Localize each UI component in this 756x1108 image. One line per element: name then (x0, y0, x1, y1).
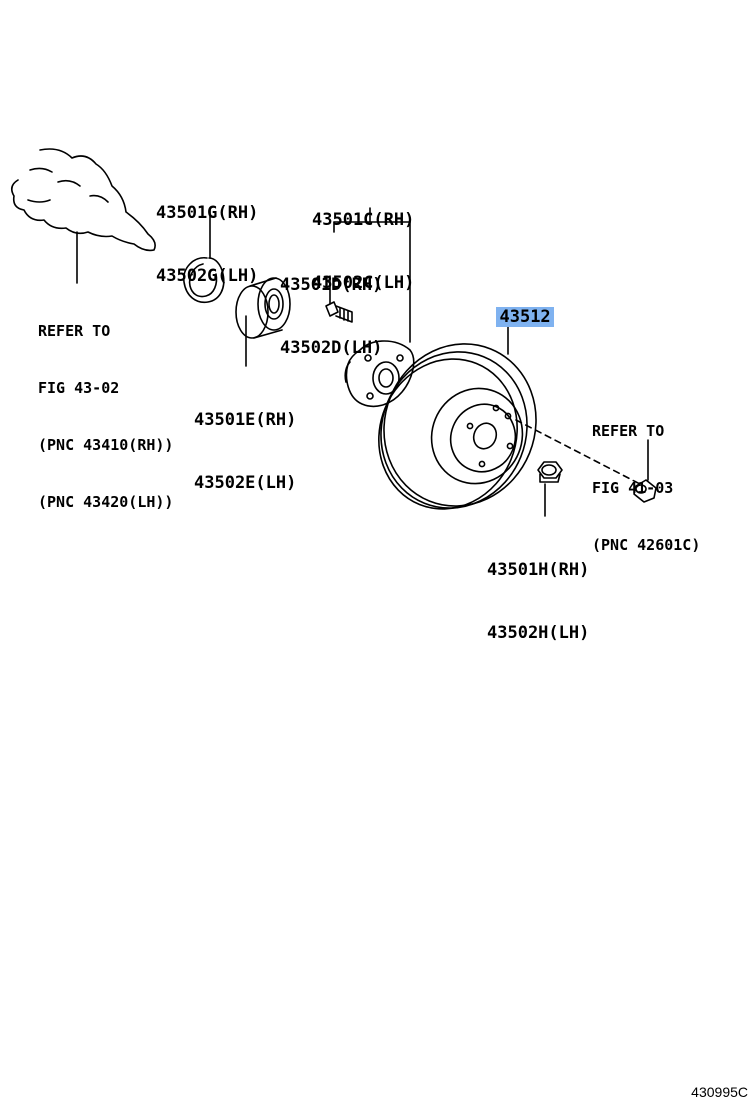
axle-hub (344, 340, 415, 408)
ring-part-rh: 43501G(RH) (156, 203, 259, 223)
screw-dashed-leader (515, 419, 641, 485)
nut-part-rh: 43501H(RH) (487, 560, 590, 580)
wheel-bearing (235, 277, 291, 339)
hub-group-rh: 43501C(RH) (312, 210, 415, 230)
figure-code: 430995C (691, 1084, 748, 1100)
knuckle-reference: REFER TO FIG 43-02 (PNC 43410(RH)) (PNC … (38, 284, 173, 531)
rotor-part-label[interactable]: 43512 (476, 286, 554, 328)
screw-reference: REFER TO FIG 41-03 (PNC 42601C) (592, 384, 700, 574)
disc-brake-rotor (378, 343, 537, 510)
ring-part-lh: 43502G(LH) (156, 266, 259, 286)
knuckle-ref-line2: FIG 43-02 (38, 379, 120, 397)
snap-ring (183, 257, 225, 304)
knuckle-ref-line1: REFER TO (38, 322, 111, 340)
lug-nut (537, 461, 563, 483)
hub-bolt-lh: 43502D(LH) (280, 338, 383, 358)
knuckle-ref-line4: (PNC 43420(LH)) (38, 493, 174, 511)
hub-bolt (325, 301, 353, 323)
ring-part-label: 43501G(RH) 43502G(LH) (156, 161, 258, 308)
screw-ref-line3: (PNC 42601C) (592, 536, 701, 554)
hub-group-bracket (333, 207, 411, 343)
hub-group-label: 43501C(RH) 43502C(LH) (312, 168, 414, 315)
steering-knuckle-outline (10, 148, 156, 252)
caliper-screw (633, 479, 657, 503)
hub-bolt-label: 43501D(RH) 43502D(LH) (280, 233, 382, 380)
knuckle-ref-line3: (PNC 43410(RH)) (38, 436, 174, 454)
screw-ref-line1: REFER TO (592, 422, 665, 440)
nut-part-lh: 43502H(LH) (487, 623, 590, 643)
screw-ref-line2: FIG 41-03 (592, 479, 674, 497)
hub-bolt-rh: 43501D(RH) (280, 275, 383, 295)
nut-part-label: 43501H(RH) 43502H(LH) (487, 518, 589, 665)
rotor-part-number[interactable]: 43512 (496, 307, 554, 327)
bearing-part-lh: 43502E(LH) (194, 473, 297, 493)
bearing-part-label: 43501E(RH) 43502E(LH) (194, 368, 296, 515)
hub-group-lh: 43502C(LH) (312, 273, 415, 293)
bearing-part-rh: 43501E(RH) (194, 410, 297, 430)
